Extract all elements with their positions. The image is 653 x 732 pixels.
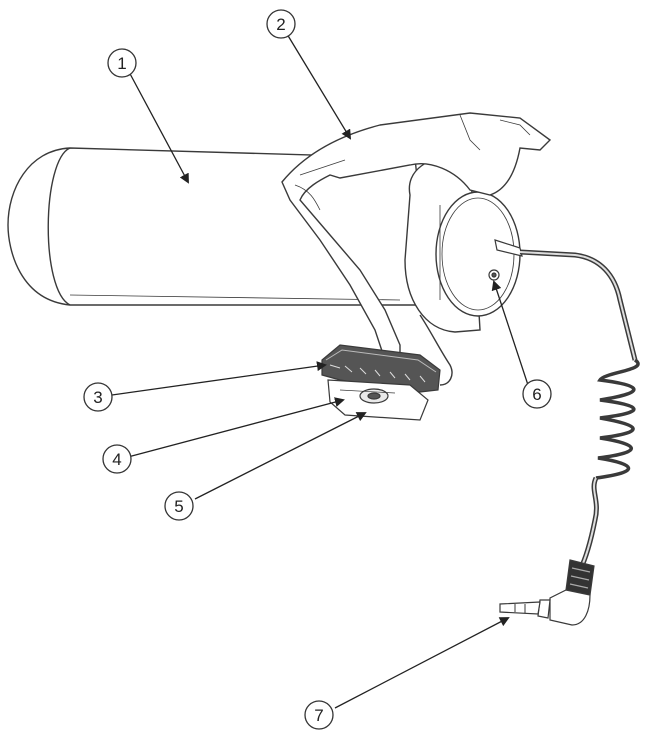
output-jack (488, 239, 523, 281)
callout-6: 6 (522, 379, 552, 409)
leader-5 (194, 412, 367, 500)
leader-2 (286, 33, 352, 140)
callout-7-label: 7 (314, 706, 323, 725)
callout-3-label: 3 (93, 388, 102, 407)
lock-ring (321, 344, 441, 393)
callout-4-label: 4 (112, 450, 121, 469)
callout-5-label: 5 (174, 497, 183, 516)
callout-2: 2 (266, 9, 296, 39)
leader-7 (334, 617, 510, 709)
coiled-cable (577, 358, 640, 572)
leader-lines (111, 33, 529, 709)
callout-6-label: 6 (532, 385, 541, 404)
callout-4: 4 (102, 444, 132, 474)
callout-1-label: 1 (117, 54, 126, 73)
callout-5: 5 (164, 491, 194, 521)
callout-1: 1 (107, 48, 137, 78)
callout-7: 7 (304, 700, 334, 730)
microphone-barrel (7, 147, 431, 306)
leader-4 (127, 397, 345, 458)
leader-1 (127, 69, 189, 184)
callout-2-label: 2 (276, 15, 285, 34)
leader-6 (491, 280, 529, 386)
plug (499, 559, 595, 626)
shoe-plate (327, 379, 429, 421)
shock-mount-frame (281, 112, 552, 386)
callout-3: 3 (83, 382, 113, 412)
leader-3 (111, 361, 327, 396)
cable (519, 249, 638, 361)
